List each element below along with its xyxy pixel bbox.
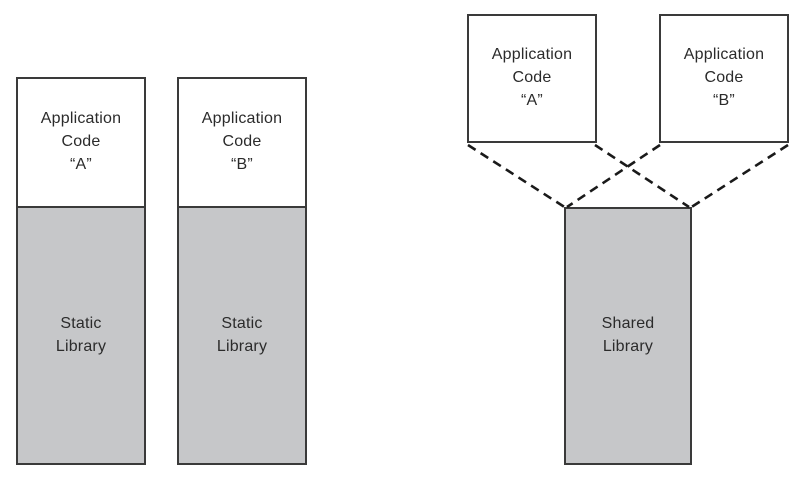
application-code-b-static-section: Application Code “B” bbox=[179, 79, 305, 208]
application-code-a-box: Application Code “A” bbox=[467, 14, 597, 143]
link-b-right-to-shared-icon bbox=[689, 143, 789, 210]
shared-library-box: Shared Library bbox=[564, 207, 692, 465]
application-code-b-box: Application Code “B” bbox=[659, 14, 789, 143]
static-library-b-section: Static Library bbox=[179, 208, 305, 463]
shared-application-code-a-label: Application Code “A” bbox=[491, 46, 573, 109]
shared-application-code-b-label: Application Code “B” bbox=[683, 46, 765, 109]
shared-library-label: Shared Library bbox=[601, 315, 655, 355]
application-code-a-label: Application Code “A” bbox=[40, 110, 122, 173]
static-stack-a: Application Code “A” Static Library bbox=[16, 77, 146, 465]
static-library-a-section: Static Library bbox=[18, 208, 144, 463]
link-b-left-to-shared-icon bbox=[566, 143, 661, 209]
application-code-b-label: Application Code “B” bbox=[201, 110, 283, 173]
static-stack-b: Application Code “B” Static Library bbox=[177, 77, 307, 465]
static-library-a-label: Static Library bbox=[55, 314, 107, 355]
link-a-right-to-shared-icon bbox=[594, 143, 690, 209]
link-a-left-to-shared-icon bbox=[467, 143, 567, 210]
static-library-b-label: Static Library bbox=[216, 314, 268, 355]
application-code-a-static-section: Application Code “A” bbox=[18, 79, 144, 208]
